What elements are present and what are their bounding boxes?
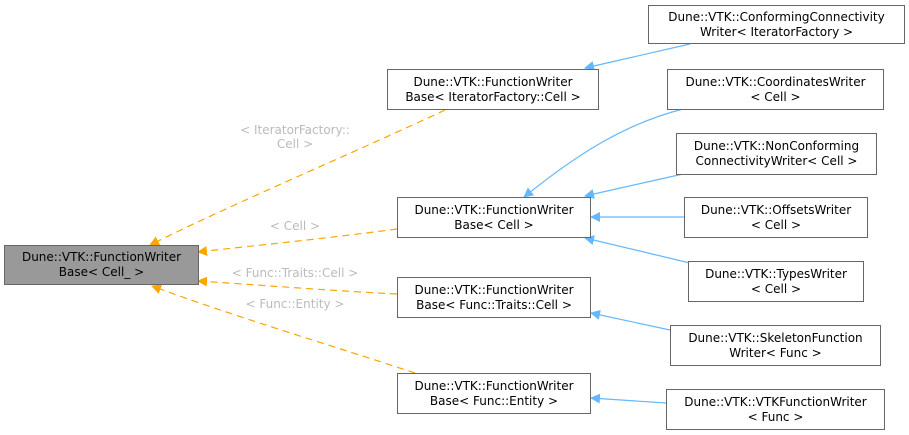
edge-traits-to-root [197,276,398,295]
node-line: Dune::VTK::FunctionWriter [413,74,573,89]
node-line: Dune::VTK::CoordinatesWriter [685,74,866,89]
node-line: Dune::VTK::NonConforming [693,139,860,153]
node-line: ConnectivityWriter< Cell > [695,154,858,168]
node-line: < Cell > [750,217,802,232]
edge-label-iteratorfactory: < IteratorFactory::Cell > [240,123,350,151]
node-line: Base< IteratorFactory::Cell > [405,89,581,104]
node-line: Dune::VTK::FunctionWriter [414,378,574,393]
node-line: Dune::VTK::ConformingConnectivity [668,9,885,24]
node-line: < Cell > [750,89,801,104]
leaf-node-offsets[interactable]: Dune::VTK::OffsetsWriter< Cell > [684,197,868,238]
edge-label-entity: < Func::Entity > [245,297,345,311]
node-line: Dune::VTK::VTKFunctionWriter [684,394,867,409]
node-line: < Cell > [750,281,802,296]
edge-vtkfunction [590,393,667,404]
edge-skeleton [590,310,671,331]
edge-iteratorfactory-to-root [149,109,446,246]
edge-label-cell: < Cell > [269,219,321,233]
node-line: Base< Func::Traits::Cell > [416,297,572,312]
node-line: Writer< Func > [729,345,822,360]
node-line: < Func > [747,409,804,424]
leaf-node-coordinates[interactable]: Dune::VTK::CoordinatesWriter< Cell > [667,69,884,110]
edge-cell-to-root [197,228,398,256]
node-line: Dune::VTK::TypesWriter [705,266,847,281]
node-line: Base< Cell > [454,217,534,232]
node-line: Writer< IteratorFactory > [699,24,854,39]
node-line: Dune::VTK::FunctionWriter [21,250,182,264]
edge-coordinates [523,108,684,198]
node-line: Base< Cell_ > [58,265,145,279]
node-line: Dune::VTK::OffsetsWriter [700,202,852,217]
node-line: Base< Func::Entity > [429,393,559,408]
leaf-node-types[interactable]: Dune::VTK::TypesWriter< Cell > [688,261,864,302]
edge-label-traits: < Func::Traits::Cell > [231,266,359,280]
edge-types [584,235,691,264]
node-line: Dune::VTK::SkeletonFunction [688,330,863,345]
edge-conforming [584,43,691,71]
node-line: Dune::VTK::FunctionWriter [414,202,574,217]
edge-entity-to-root [151,284,416,374]
edge-nonconforming [584,173,684,199]
node-line: Dune::VTK::FunctionWriter [414,282,574,297]
leaf-node-vtk-function[interactable]: Dune::VTK::VTKFunctionWriter< Func > [666,389,885,430]
